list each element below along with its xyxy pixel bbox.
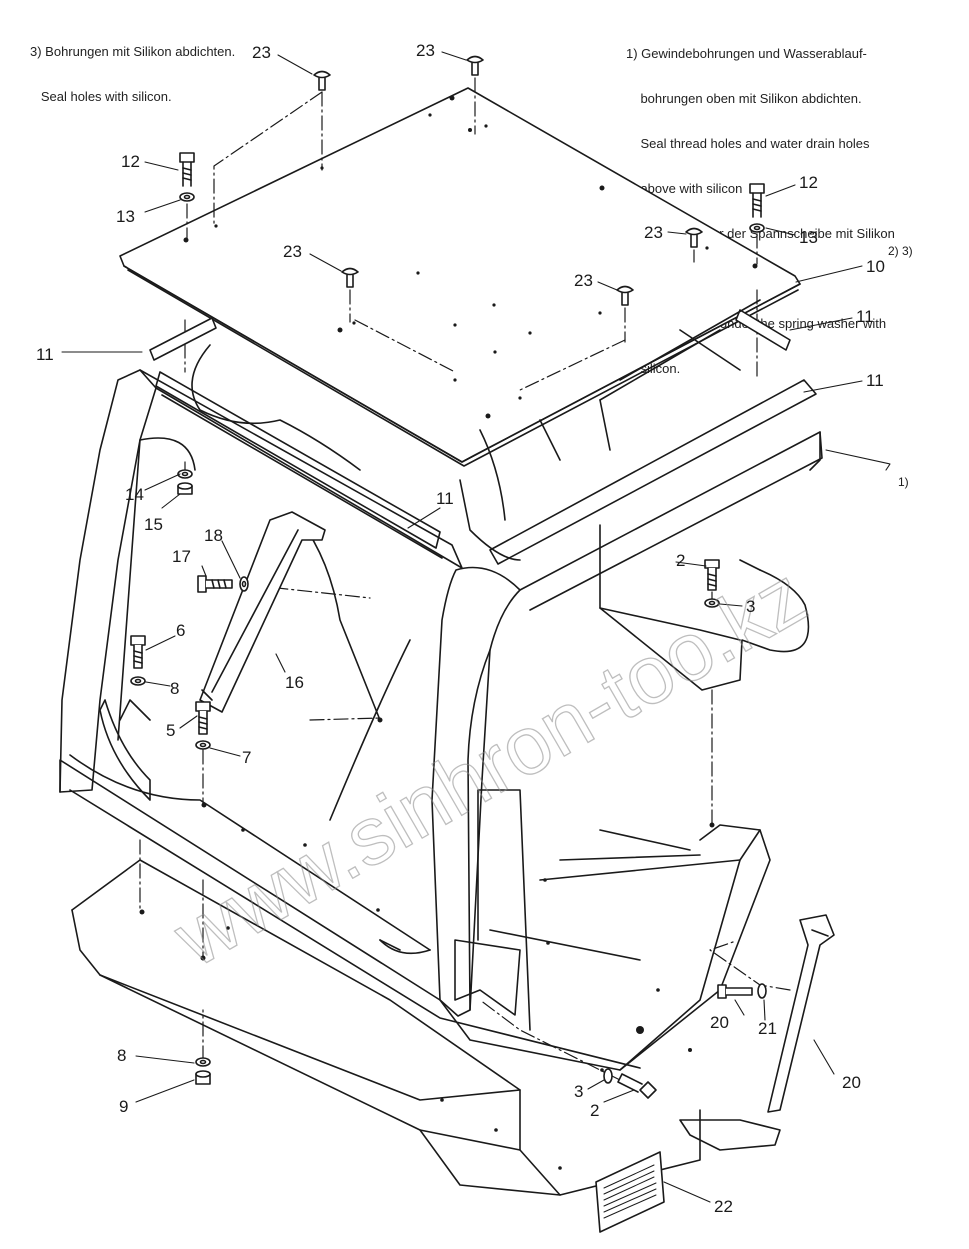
callout-10: 10	[866, 257, 885, 276]
nut-9	[195, 1070, 211, 1085]
callout-18: 18	[204, 526, 223, 545]
callout-17: 17	[172, 547, 191, 566]
washer-21	[757, 983, 767, 999]
callout-11: 11	[856, 307, 874, 326]
callout-11: 11	[36, 345, 54, 364]
roof-plate	[119, 87, 801, 467]
note-line: Seal holes with silicon.	[30, 89, 172, 104]
bolt-6	[130, 635, 146, 669]
roof-holes	[183, 95, 758, 419]
washer-7	[195, 740, 211, 750]
callout-9: 9	[119, 1097, 128, 1116]
callout-6: 6	[176, 621, 185, 640]
callout-13: 13	[116, 207, 135, 226]
callout-16: 16	[285, 673, 304, 692]
bolt-20	[717, 984, 753, 999]
callout-11: 11	[436, 489, 454, 508]
note-line: bohrungen oben mit Silikon abdichten.	[626, 91, 862, 106]
plug-23-set	[313, 55, 703, 306]
callout-13: 13	[799, 228, 818, 247]
callout-11: 11	[866, 371, 884, 390]
note-line: 3) Bohrungen mit Silikon abdichten.	[30, 44, 236, 59]
callout-20: 20	[710, 1013, 729, 1032]
leader-lines	[61, 51, 891, 1203]
callout-15: 15	[144, 515, 163, 534]
callout-12: 12	[121, 152, 140, 171]
nut-15	[177, 482, 193, 495]
cab-frame	[59, 299, 823, 1196]
callout-5: 5	[166, 721, 175, 740]
callout-1-note-ref: 1)	[898, 475, 909, 489]
callout-3: 3	[574, 1082, 583, 1101]
note-seal-holes: 3) Bohrungen mit Silikon abdichten. Seal…	[30, 14, 235, 134]
bolt-2-upper	[704, 559, 720, 591]
washer-13-right	[749, 223, 765, 233]
washer-13-left	[179, 192, 195, 202]
callout-23: 23	[416, 41, 435, 60]
callout-8: 8	[170, 679, 179, 698]
note-line: 1) Gewindebohrungen und Wasserablauf-	[626, 46, 867, 61]
callout-23: 23	[283, 242, 302, 261]
bolt-5	[195, 701, 211, 735]
washer-8-upper	[130, 676, 146, 686]
bracket-20	[767, 914, 835, 1113]
washer-8-lower	[195, 1057, 211, 1067]
callout-22: 22	[714, 1197, 733, 1216]
bolt-2-lower	[617, 1073, 657, 1099]
washer-3-upper	[704, 598, 720, 608]
plate-22	[595, 1151, 665, 1233]
washer-18	[239, 576, 249, 592]
callout-20: 20	[842, 1073, 861, 1092]
callout-23: 23	[574, 271, 593, 290]
bolt-12-left	[179, 152, 195, 187]
callout-14: 14	[125, 485, 144, 504]
callout-7: 7	[242, 748, 251, 767]
callout-2: 2	[590, 1101, 599, 1120]
callout-23: 23	[644, 223, 663, 242]
bolt-12-right	[749, 183, 765, 218]
callout-3: 3	[746, 597, 755, 616]
callout-21: 21	[758, 1019, 777, 1038]
callout-labels: 23 23 12 13 12 13 23 23 23 10 2) 3) 11 1…	[36, 41, 913, 1216]
callout-2: 2	[676, 551, 685, 570]
callout-23: 23	[252, 43, 271, 62]
seal-strip-11	[149, 309, 817, 565]
washer-3-lower	[603, 1068, 613, 1084]
note-line: Seal thread holes and water drain holes	[626, 136, 870, 151]
bolt-17	[197, 575, 233, 593]
callout-10-note-ref: 2) 3)	[888, 244, 913, 258]
washer-14	[177, 469, 193, 479]
frame-holes	[139, 717, 715, 1170]
callout-12: 12	[799, 173, 818, 192]
note-line: silicon.	[626, 361, 681, 376]
callout-8: 8	[117, 1046, 126, 1065]
